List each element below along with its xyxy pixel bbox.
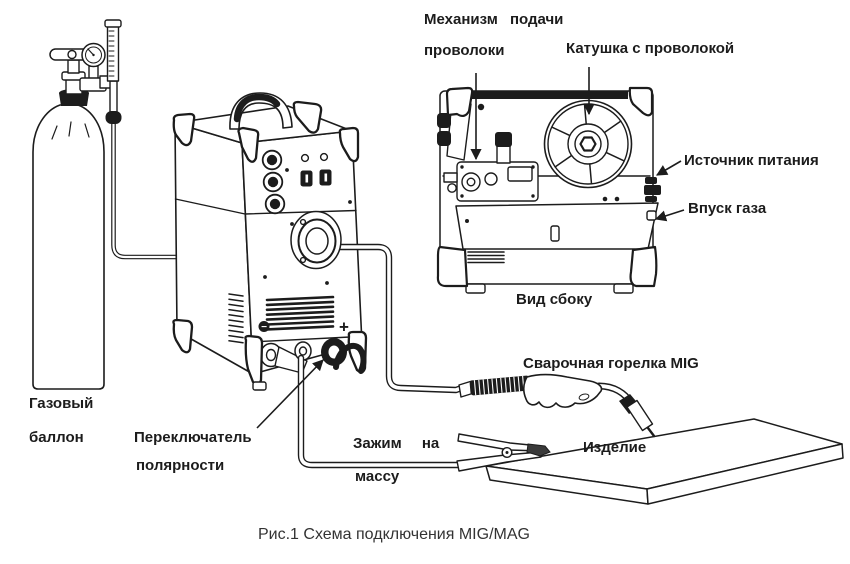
gas-hose-drawing [111,121,179,260]
label-power-source: Источник питания [684,152,819,169]
panel-switches [300,169,332,187]
label-side-view: Вид сбоку [516,291,593,308]
wire-spool-drawing [543,99,633,189]
label-ground-clamp-line2: массу [355,468,400,485]
arrow-power-source [656,160,682,176]
label-gas-cylinder-line2: баллон [29,429,84,446]
gas-cylinder-drawing [32,19,179,390]
workpiece-drawing [485,418,844,505]
mig-torch-drawing [458,373,656,438]
label-polarity-switch-line2: полярности [136,457,225,474]
label-mig-torch: Сварочная горелка MIG [523,355,699,372]
power-source-connector-drawing [644,177,661,202]
polarity-jumper-cable [333,342,367,374]
torch-cable-drawing [290,210,471,394]
arrow-polarity-switch [256,359,324,429]
carry-handle-drawing [229,92,293,130]
arrow-gas-inlet [654,209,685,222]
torch-connector-drawing [290,210,342,270]
ground-clamp-drawing [456,433,551,472]
leader-arrows [256,67,685,429]
label-ground-clamp-line1: Зажим на [353,435,440,452]
plus-marking: + [339,318,349,337]
label-wire-spool: Катушка с проволокой [566,40,735,57]
side-view-machine-drawing [436,86,661,294]
label-wire-feed-mechanism-line1: Механизм подачи [424,11,564,28]
indicator-lamp [300,153,310,163]
indicator-lamp [319,152,329,162]
label-workpiece: Изделие [583,439,647,456]
wire-feed-mechanism-drawing [443,132,539,202]
label-gas-cylinder-line1: Газовый [29,395,94,412]
label-wire-feed-mechanism-line2: проволоки [424,42,505,59]
vent-grille [265,295,335,331]
control-knobs [261,149,286,215]
minus-terminal [258,321,270,332]
figure-caption: Рис.1 Схема подключения MIG/MAG [258,526,530,543]
label-gas-inlet: Впуск газа [688,200,767,217]
gas-inlet-fitting [646,210,657,221]
minus-marking: − [261,322,267,333]
ground-cable-drawing [297,354,462,469]
wire-inlet-tab [437,113,451,128]
label-polarity-switch-line1: Переключатель [134,429,252,446]
